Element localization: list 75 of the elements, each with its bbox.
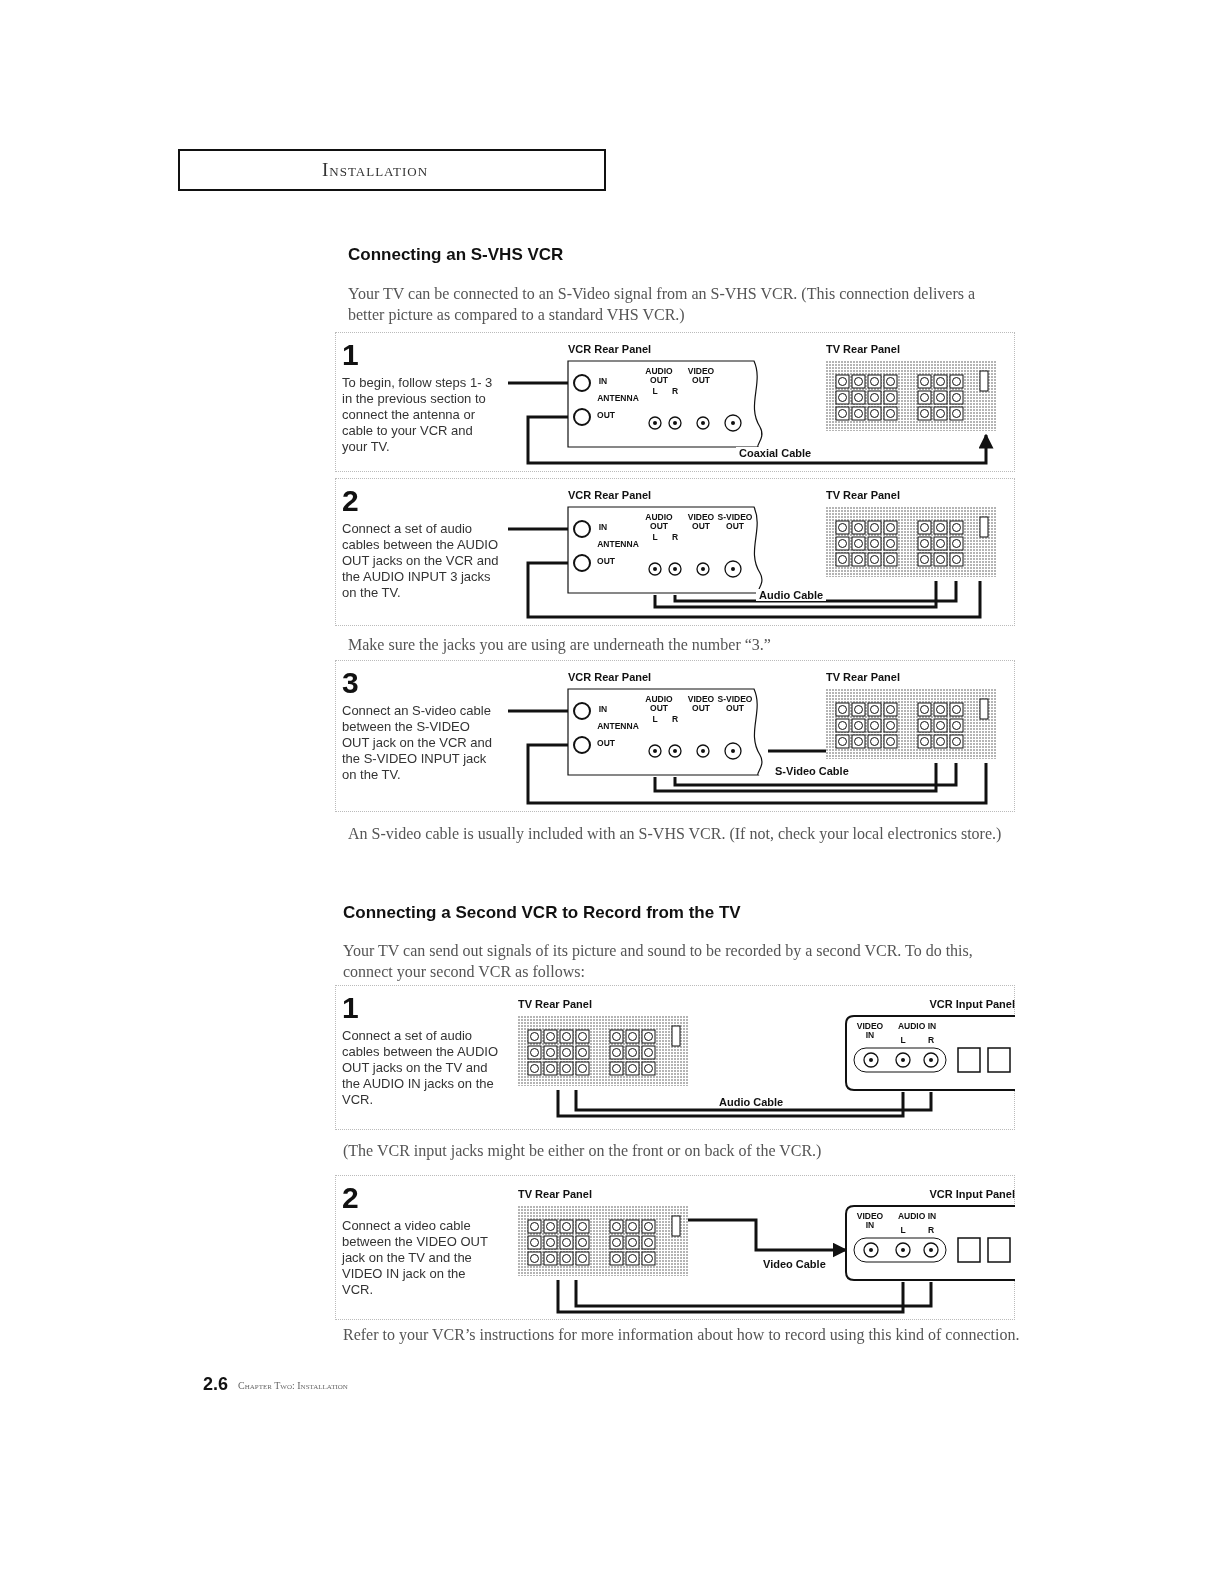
panel-label: VCR Input Panel xyxy=(929,998,1015,1012)
cable-line xyxy=(768,749,826,753)
section-heading: Connecting an S-VHS VCR xyxy=(348,245,564,265)
step-number: 1 xyxy=(342,339,359,371)
cable-line xyxy=(556,1278,933,1314)
cable-line xyxy=(653,579,958,609)
step-panel xyxy=(335,478,1015,626)
panel-label: VCR Rear Panel xyxy=(568,343,652,357)
jack-label: R xyxy=(926,1036,936,1045)
step-number: 2 xyxy=(342,485,359,517)
step-instructions: Connect an S-video cable between the S-VIDEO OUT jack on the VCR and the S-VIDEO INPUT jack on the TV. xyxy=(342,703,494,783)
cable-line xyxy=(526,415,994,465)
cable-line xyxy=(688,1218,848,1258)
step-instructions: To begin, follow steps 1- 3 in the previous section to connect the antenna or cable to your VCR and your TV. xyxy=(342,375,494,455)
jack-label: R xyxy=(670,387,680,396)
paragraph: An S-video cable is usually included with an S-VHS VCR. (If not, check your local electronics store.) xyxy=(348,824,1003,844)
cable-line xyxy=(526,743,988,805)
edge-label: Audio Cable xyxy=(756,589,827,601)
jack-label: S-VIDEO OUT xyxy=(716,513,754,531)
step-instructions: Connect a set of audio cables between the AUDIO OUT jacks on the VCR and the AUDIO INPUT 3 jacks on the TV. xyxy=(342,521,500,601)
jack-label: IN xyxy=(596,705,610,714)
panel-label: VCR Input Panel xyxy=(929,1188,1015,1202)
edge-label: Video Cable xyxy=(760,1258,829,1270)
step-instructions: Connect a video cable between the VIDEO OUT jack on the TV and the VIDEO IN jack on the VCR. xyxy=(342,1218,489,1298)
paragraph: Your TV can be connected to an S-Video signal from an S-VHS VCR. (This connection delivers a better picture as compared to a standard VHS VCR.) xyxy=(348,284,977,325)
jack-label: VIDEO OUT xyxy=(686,513,716,531)
step-panel xyxy=(335,1175,1015,1320)
jack-label: R xyxy=(926,1226,936,1235)
jack-label: R xyxy=(670,533,680,542)
paragraph: (The VCR input jacks might be either on the front or on back of the VCR.) xyxy=(343,1141,823,1161)
jack-label: S-VIDEO OUT xyxy=(716,695,754,713)
step-number: 3 xyxy=(342,667,359,699)
step-panel xyxy=(335,985,1015,1130)
panel-label: TV Rear Panel xyxy=(826,671,900,685)
jack-label: VIDEO OUT xyxy=(686,695,716,713)
edge-label: S-Video Cable xyxy=(772,765,852,777)
jack-label: ANTENNA xyxy=(596,394,640,403)
page-number: 2.6 xyxy=(203,1374,229,1395)
section-heading: Connecting a Second VCR to Record from the TV xyxy=(343,903,741,923)
step-instructions: Connect a set of audio cables between the AUDIO OUT jacks on the TV and the AUDIO IN jacks on the VCR. xyxy=(342,1028,500,1108)
jack-label: IN xyxy=(596,523,610,532)
jack-label: L xyxy=(898,1226,908,1235)
jack-label: L xyxy=(650,387,660,396)
jack-label: L xyxy=(898,1036,908,1045)
panel-label: TV Rear Panel xyxy=(518,998,592,1012)
cable-line xyxy=(508,709,568,713)
jack-label: L xyxy=(650,715,660,724)
chapter-footer: Chapter Two: Installation xyxy=(238,1380,348,1391)
step-number: 2 xyxy=(342,1182,359,1214)
panel-label: TV Rear Panel xyxy=(826,343,900,357)
header-title: Installation xyxy=(322,159,429,181)
cable-line xyxy=(508,527,568,531)
jack-label: OUT xyxy=(596,557,616,566)
jack-label: ANTENNA xyxy=(596,540,640,549)
panel-label: VCR Rear Panel xyxy=(568,671,652,685)
paragraph: Refer to your VCR’s instructions for more information about how to record using this kind of connection. xyxy=(343,1325,1021,1345)
jack-label: IN xyxy=(596,377,610,386)
cable-line xyxy=(653,761,958,793)
jack-label: L xyxy=(650,533,660,542)
step-panel xyxy=(335,332,1015,472)
panel-label: TV Rear Panel xyxy=(518,1188,592,1202)
paragraph: Make sure the jacks you are using are underneath the number “3.” xyxy=(348,635,772,655)
cable-line xyxy=(508,381,568,385)
jack-label: VIDEO OUT xyxy=(686,367,716,385)
cable-line xyxy=(556,1088,933,1118)
paragraph: Your TV can send out signals of its picture and sound to be recorded by a second VCR. To do this, connect your second VCR as follows: xyxy=(343,941,974,982)
jack-label: ANTENNA xyxy=(596,722,640,731)
step-panel xyxy=(335,660,1015,812)
jack-label: OUT xyxy=(596,739,616,748)
panel-label: VCR Rear Panel xyxy=(568,489,652,503)
panel-label: TV Rear Panel xyxy=(826,489,900,503)
jack-label: R xyxy=(670,715,680,724)
step-number: 1 xyxy=(342,992,359,1024)
jack-label: OUT xyxy=(596,411,616,420)
cable-line xyxy=(526,561,982,619)
